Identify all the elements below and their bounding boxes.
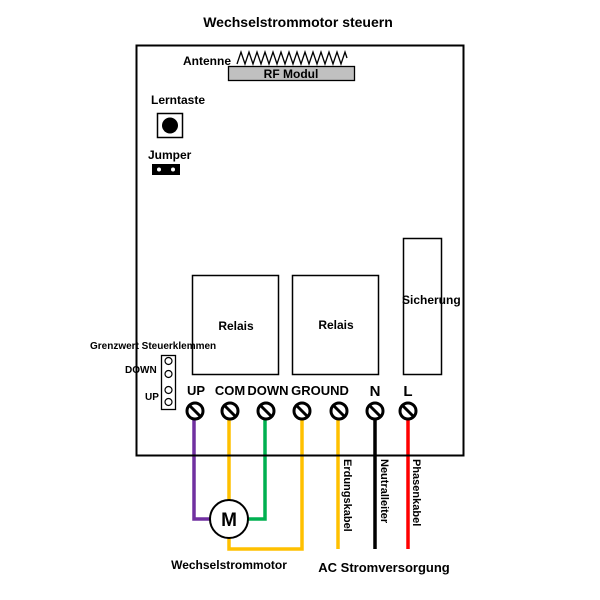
terminal-screw-down[interactable] [256,401,276,421]
limit-pin-icon[interactable] [164,385,173,395]
rf-module-label: RF Modul [264,67,319,81]
wires [192,418,410,551]
fuse-label: Sicherung [402,293,461,307]
terminal-screw-up[interactable] [185,401,205,421]
learn-button-icon [162,117,178,134]
fuse [402,237,443,376]
terminal-label-com: COM [215,383,245,398]
earth-cable-label: Erdungskabel [341,459,353,532]
terminal-screws [185,401,418,421]
relay-2 [291,274,380,376]
terminal-screw-earth[interactable] [329,401,349,421]
limit-pin-icon[interactable] [164,356,173,366]
limit-down-label: DOWN [125,365,157,376]
terminal-label-ground: GROUND [291,383,349,398]
motor-label: Wechselstrommotor [171,558,287,572]
terminal-screw-ground[interactable] [292,401,312,421]
relay-2-label: Relais [318,318,354,332]
wire-up [192,418,211,521]
jumper-pin-icon [171,167,175,172]
power-supply-label: AC Stromversorgung [318,560,450,575]
limit-switch-block [160,354,177,411]
relay-1 [191,274,280,376]
diagram-title: Wechselstrommotor steuern [203,14,393,30]
limit-pin-icon[interactable] [164,369,173,379]
motor-icon [209,499,249,539]
jumper-label: Jumper [148,148,192,162]
antenna-icon [236,49,348,67]
terminal-label-up: UP [187,383,205,398]
limit-pin-icon[interactable] [164,397,173,407]
jumper-pin-icon [157,167,161,172]
terminal-label-n: N [370,383,381,400]
terminal-label-down: DOWN [247,383,288,398]
terminal-label-l: L [403,383,412,400]
terminal-screw-n[interactable] [365,401,385,421]
wire-ground [227,418,304,551]
wire-down [248,418,267,521]
phase-cable-label: Phasenkabel [410,459,422,526]
limit-up-label: UP [145,392,159,403]
terminal-screw-com[interactable] [220,401,240,421]
motor-symbol: M [221,510,237,531]
terminal-screw-l[interactable] [398,401,418,421]
jumper[interactable] [152,164,180,175]
relay-1-label: Relais [218,319,254,333]
antenna-label: Antenne [183,54,231,68]
rf-module [227,65,356,82]
learn-button-label: Lerntaste [151,93,205,107]
neutral-cable-label: Neutralleiter [378,459,390,524]
limit-switch-label: Grenzwert Steuerklemmen [90,341,216,352]
